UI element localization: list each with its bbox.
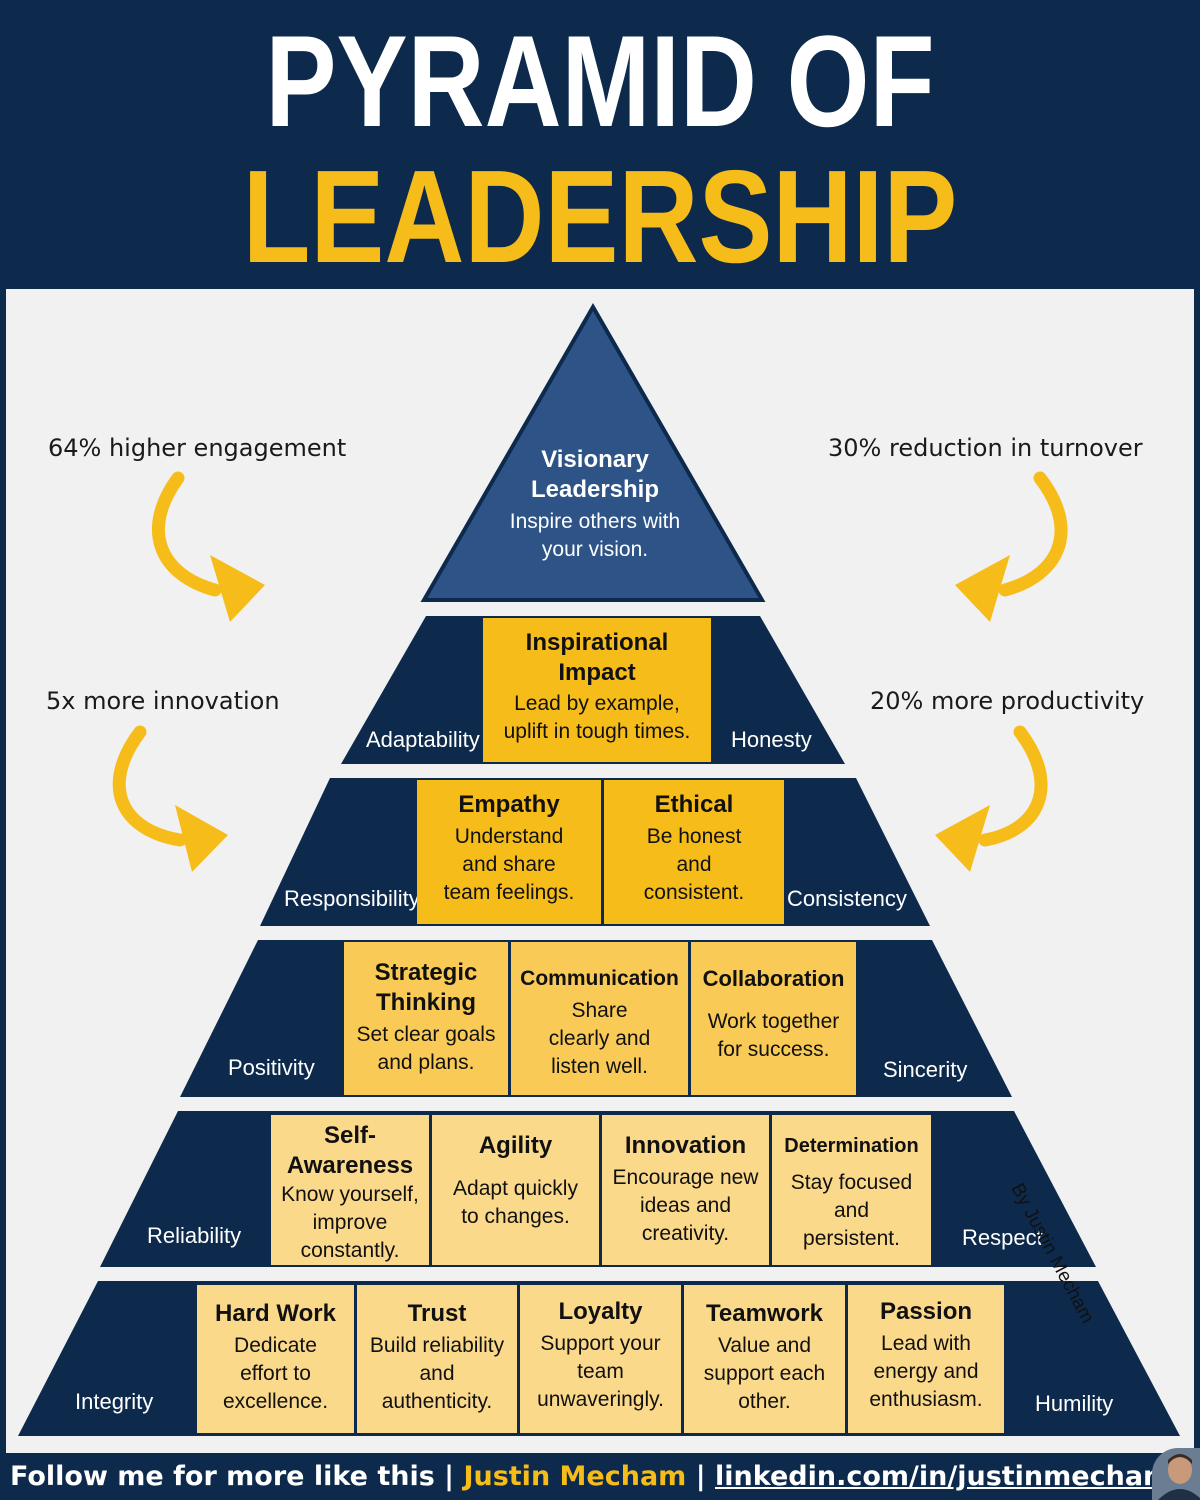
tier3-right-label: Consistency bbox=[787, 886, 907, 911]
tier6-cell-1-title: Hard Work bbox=[215, 1300, 336, 1327]
arrow-mid-right-icon bbox=[978, 725, 1048, 847]
stat-turnover: 30% reduction in turnover bbox=[828, 434, 1143, 462]
tier5-cell-4: Determination Stay focused and persisten… bbox=[772, 1115, 931, 1265]
tier3-cell-1: Empathy Understand and share team feelin… bbox=[417, 780, 601, 924]
tier5-cell-3-desc: Encourage new ideas and creativity. bbox=[612, 1166, 759, 1245]
tier5-cell-2-desc: Adapt quickly to changes. bbox=[453, 1177, 578, 1228]
tier4-cell-1-desc: Set clear goals and plans. bbox=[356, 1023, 496, 1074]
tier6-cell-1-desc: Dedicate effort to excellence. bbox=[222, 1334, 329, 1413]
tier4-cell-2-title: Communication bbox=[520, 967, 679, 990]
tier6-cell-4: Teamwork Value and support each other. bbox=[684, 1285, 845, 1433]
tier6-cell-2: Trust Build reliability and authenticity… bbox=[357, 1285, 517, 1433]
tier3-cell-2: Ethical Be honest and consistent. bbox=[604, 780, 784, 924]
tier5-cell-3-title: Innovation bbox=[624, 1132, 747, 1159]
footer-profile-link[interactable]: linkedin.com/in/justinmecham bbox=[715, 1461, 1172, 1492]
tier5-cell-1: Self-Awareness Know yourself, improve co… bbox=[271, 1115, 429, 1265]
tier4-cell-3-desc: Work together for success. bbox=[707, 1010, 840, 1061]
tier4-cell-2: Communication Share clearly and listen w… bbox=[511, 942, 688, 1095]
stat-innovation: 5x more innovation bbox=[46, 687, 280, 715]
avatar-person-icon bbox=[1158, 1454, 1200, 1500]
tier4-cell-3: Collaboration Work together for success. bbox=[691, 942, 856, 1095]
tier2-right-label: Honesty bbox=[731, 727, 812, 752]
tier1-title: Visionary Leadership bbox=[530, 446, 660, 503]
tier3-cell-1-desc: Understand and share team feelings. bbox=[443, 825, 575, 904]
tier6-cell-5-title: Passion bbox=[879, 1298, 973, 1325]
tier4-cell-3-title: Collaboration bbox=[702, 966, 845, 991]
arrow-top-left-icon bbox=[151, 471, 222, 597]
tier3-cell-2-title: Ethical bbox=[654, 791, 734, 818]
tier6-cell-3-desc: Support your team unwaveringly. bbox=[537, 1332, 664, 1411]
tier6-cell-4-desc: Value and support each other. bbox=[703, 1334, 826, 1413]
tier4-right-label: Sincerity bbox=[883, 1057, 968, 1082]
tier5-cell-1-title: Self-Awareness bbox=[286, 1122, 414, 1179]
tier5-cell-3: Innovation Encourage new ideas and creat… bbox=[602, 1115, 769, 1265]
arrow-mid-left-icon bbox=[112, 725, 187, 847]
footer-bar: Follow me for more like this | Justin Me… bbox=[0, 1453, 1200, 1500]
tier4-left-label: Positivity bbox=[228, 1055, 315, 1080]
arrow-top-right-icon bbox=[998, 471, 1068, 597]
stat-productivity: 20% more productivity bbox=[870, 687, 1145, 715]
tier3-left-label: Responsibility bbox=[284, 886, 420, 911]
tier6-cell-2-title: Trust bbox=[407, 1300, 467, 1327]
tier3-cell-2-desc: Be honest and consistent. bbox=[643, 825, 745, 904]
footer-prefix: Follow me for more like this | bbox=[10, 1461, 464, 1492]
tier5-left-label: Reliability bbox=[147, 1223, 242, 1248]
tier6-cell-1: Hard Work Dedicate effort to excellence. bbox=[197, 1285, 354, 1433]
footer-author-name: Justin Mecham bbox=[463, 1461, 687, 1492]
tier2-cell-1: Inspirational Impact Lead by example, up… bbox=[483, 618, 711, 762]
header-banner: PYRAMID OF LEADERSHIP bbox=[0, 0, 1200, 290]
tier6-cell-5: Passion Lead with energy and enthusiasm. bbox=[848, 1285, 1004, 1433]
title-line-2: LEADERSHIP bbox=[242, 143, 958, 290]
tier4-cell-2-desc: Share clearly and listen well. bbox=[548, 999, 651, 1078]
tier5-cell-4-desc: Stay focused and persistent. bbox=[790, 1171, 913, 1250]
tier4-cell-1: Strategic Thinking Set clear goals and p… bbox=[344, 942, 508, 1095]
tier5-cell-2: Agility Adapt quickly to changes. bbox=[432, 1115, 599, 1265]
tier2-left-label: Adaptability bbox=[366, 727, 480, 752]
tier6-cell-2-desc: Build reliability and authenticity. bbox=[369, 1334, 505, 1413]
tier5-cell-4-title: Determination bbox=[784, 1135, 919, 1157]
tier6-cell-4-title: Teamwork bbox=[706, 1300, 823, 1327]
tier1-cell: Visionary Leadership Inspire others with… bbox=[470, 445, 720, 564]
stat-engagement: 64% higher engagement bbox=[48, 434, 347, 462]
tier5-cell-2-title: Agility bbox=[478, 1132, 553, 1159]
tier6-cell-3: Loyalty Support your team unwaveringly. bbox=[520, 1285, 681, 1433]
tier6-cell-3-title: Loyalty bbox=[558, 1298, 643, 1325]
footer-text: Follow me for more like this | Justin Me… bbox=[10, 1461, 1171, 1493]
tier6-left-label: Integrity bbox=[75, 1389, 154, 1414]
tier2-cell-1-desc: Lead by example, uplift in tough times. bbox=[503, 692, 691, 743]
tier2-cell-1-title: Inspirational Impact bbox=[525, 629, 669, 686]
tier5-right-label: Respect bbox=[962, 1225, 1043, 1250]
footer-separator: | bbox=[686, 1461, 715, 1492]
avatar bbox=[1152, 1448, 1200, 1500]
tier6-cell-5-desc: Lead with energy and enthusiasm. bbox=[869, 1332, 983, 1411]
pyramid-tip bbox=[420, 302, 766, 602]
tier6-right-label: Humility bbox=[1035, 1391, 1114, 1416]
tier5-cell-1-desc: Know yourself, improve constantly. bbox=[281, 1183, 419, 1262]
tier4-cell-1-title: Strategic Thinking bbox=[374, 959, 478, 1016]
tier3-cell-1-title: Empathy bbox=[458, 791, 560, 818]
title-line-1: PYRAMID OF bbox=[265, 8, 935, 154]
tier1-desc: Inspire others with your vision. bbox=[509, 510, 681, 561]
